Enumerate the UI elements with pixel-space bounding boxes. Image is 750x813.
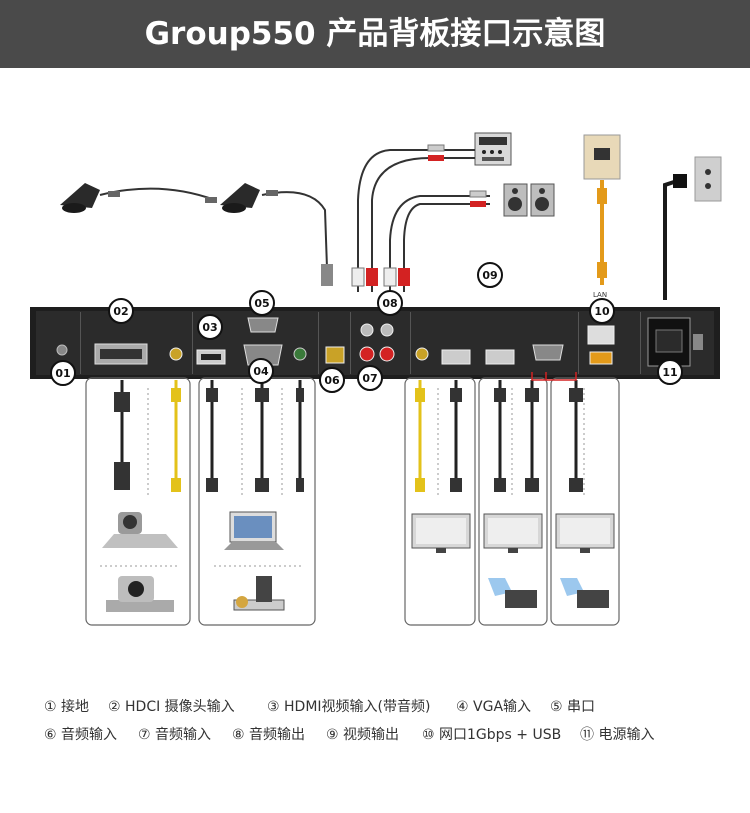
- legend-num: ④: [456, 699, 469, 715]
- callout-05-label: 05: [254, 297, 269, 310]
- legend-num: ⑤: [550, 699, 563, 715]
- callout-01-label: 01: [55, 367, 70, 380]
- monitor-1-icon: [411, 513, 471, 553]
- legend-item-ground: ① 接地: [44, 696, 89, 718]
- legend-item-audio-out: ⑧ 音频输出: [232, 724, 305, 746]
- legend-num: ③: [267, 699, 280, 715]
- legend-item-vga: ④ VGA输入: [456, 696, 531, 718]
- legend-num: ⑩: [422, 727, 435, 743]
- legend-item-power: ⑪ 电源输入: [580, 724, 654, 746]
- legend-label: 音频输入: [155, 727, 212, 743]
- legend-label: VGA输入: [473, 699, 532, 715]
- ptz-camera-1-icon: [102, 512, 178, 548]
- group-display-2-box: [478, 377, 548, 626]
- legend-label: 接地: [61, 699, 90, 715]
- ptz-camera-2-icon: [106, 576, 174, 612]
- legend-item-audio-in-1: ⑥ 音频输入: [44, 724, 117, 746]
- legend-item-video-out: ⑨ 视频输出: [326, 724, 399, 746]
- rca-in-left-icon: [359, 346, 375, 362]
- callout-07-label: 07: [362, 372, 377, 385]
- callout-03: 03: [197, 314, 223, 340]
- lan-label: LAN: [593, 291, 607, 299]
- projector-1-icon: [488, 578, 537, 608]
- legend-label: 串口: [567, 699, 596, 715]
- callout-07: 07: [357, 365, 383, 391]
- callout-08: 08: [377, 290, 403, 316]
- usb-port-icon: [589, 351, 613, 365]
- microphone-right-icon: [220, 183, 260, 213]
- legend-num: ⑥: [44, 727, 57, 743]
- group-display-3-box: [550, 377, 620, 626]
- legend-num: ①: [44, 699, 57, 715]
- callout-11: 11: [657, 359, 683, 385]
- page-title: Group550 产品背板接口示意图: [144, 16, 606, 52]
- callout-01: 01: [50, 360, 76, 386]
- legend-item-serial: ⑤ 串口: [550, 696, 595, 718]
- callout-09-label: 09: [482, 269, 497, 282]
- group-camera-box: [85, 377, 191, 626]
- mic-plug-icon: [108, 191, 120, 197]
- callout-09: 09: [477, 262, 503, 288]
- legend-num: ⑧: [232, 727, 245, 743]
- callout-02-label: 02: [113, 305, 128, 318]
- legend-label: 视频输出: [343, 727, 400, 743]
- legend-label: 电源输入: [598, 727, 655, 743]
- legend-label: 网口1Gbps + USB: [439, 727, 562, 743]
- legend-num: ⑪: [580, 727, 594, 743]
- hdmi-output-1-port-icon: [441, 349, 471, 365]
- legend-item-lan-usb: ⑩ 网口1Gbps + USB: [422, 724, 561, 746]
- callout-02: 02: [108, 298, 134, 324]
- microphone-left-icon: [60, 183, 100, 213]
- legend-label: 音频输入: [61, 727, 118, 743]
- audio-input-jack-icon: [293, 347, 307, 361]
- callout-06-label: 06: [324, 374, 340, 387]
- legend-item-hdmi: ③ HDMI视频输入(带音频): [267, 696, 430, 718]
- audio-mixer-icon: [474, 132, 512, 166]
- callout-11-label: 11: [662, 366, 677, 379]
- group-display-1-box: [404, 377, 476, 626]
- rca-in-right-icon: [379, 346, 395, 362]
- power-cable: [663, 178, 681, 300]
- wall-lan-jack-icon: [583, 134, 621, 180]
- lan-port-icon: [587, 325, 615, 345]
- rca-out-right-icon: [380, 323, 394, 337]
- projector-2-icon: [560, 578, 609, 608]
- power-outlet-icon: [694, 156, 722, 202]
- legend-num: ⑦: [138, 727, 151, 743]
- callout-10: 10: [589, 298, 615, 324]
- monitor-2-icon: [483, 513, 543, 553]
- legend-label: HDCI 摄像头输入: [125, 699, 235, 715]
- ground-terminal-icon: [56, 344, 68, 356]
- vga-port-icon: [243, 344, 283, 366]
- document-camera-icon: [233, 576, 285, 611]
- rca-out-left-icon: [360, 323, 374, 337]
- speakers-icon: [503, 183, 555, 217]
- power-switch-icon: [693, 334, 703, 350]
- rca-audio-cables: [357, 149, 490, 292]
- serial-port-icon: [247, 317, 279, 333]
- title-bar: Group550 产品背板接口示意图: [0, 0, 750, 68]
- legend-num: ⑨: [326, 727, 339, 743]
- monitor-3-icon: [555, 513, 615, 553]
- callout-03-label: 03: [202, 321, 217, 334]
- hdci-aux-port-icon: [169, 347, 183, 361]
- laptop-icon: [224, 511, 284, 550]
- legend-item-hdci: ② HDCI 摄像头输入: [108, 696, 235, 718]
- video-out-composite-icon: [415, 347, 429, 361]
- callout-06: 06: [319, 367, 345, 393]
- callout-05: 05: [249, 290, 275, 316]
- legend-label: 音频输出: [249, 727, 306, 743]
- callout-04-label: 04: [253, 365, 269, 378]
- vga-output-port-icon: [532, 344, 564, 361]
- hdmi-output-2-port-icon: [485, 349, 515, 365]
- callout-08-label: 08: [382, 297, 397, 310]
- legend-item-audio-in-2: ⑦ 音频输入: [138, 724, 211, 746]
- legend-label: HDMI视频输入(带音频): [284, 699, 431, 715]
- mic-input-port-icon: [325, 346, 345, 364]
- mic-connector-icon: [321, 264, 333, 286]
- callout-04: 04: [248, 358, 274, 384]
- callout-10-label: 10: [594, 305, 610, 318]
- legend-num: ②: [108, 699, 121, 715]
- connection-diagram: LAN: [0, 68, 750, 668]
